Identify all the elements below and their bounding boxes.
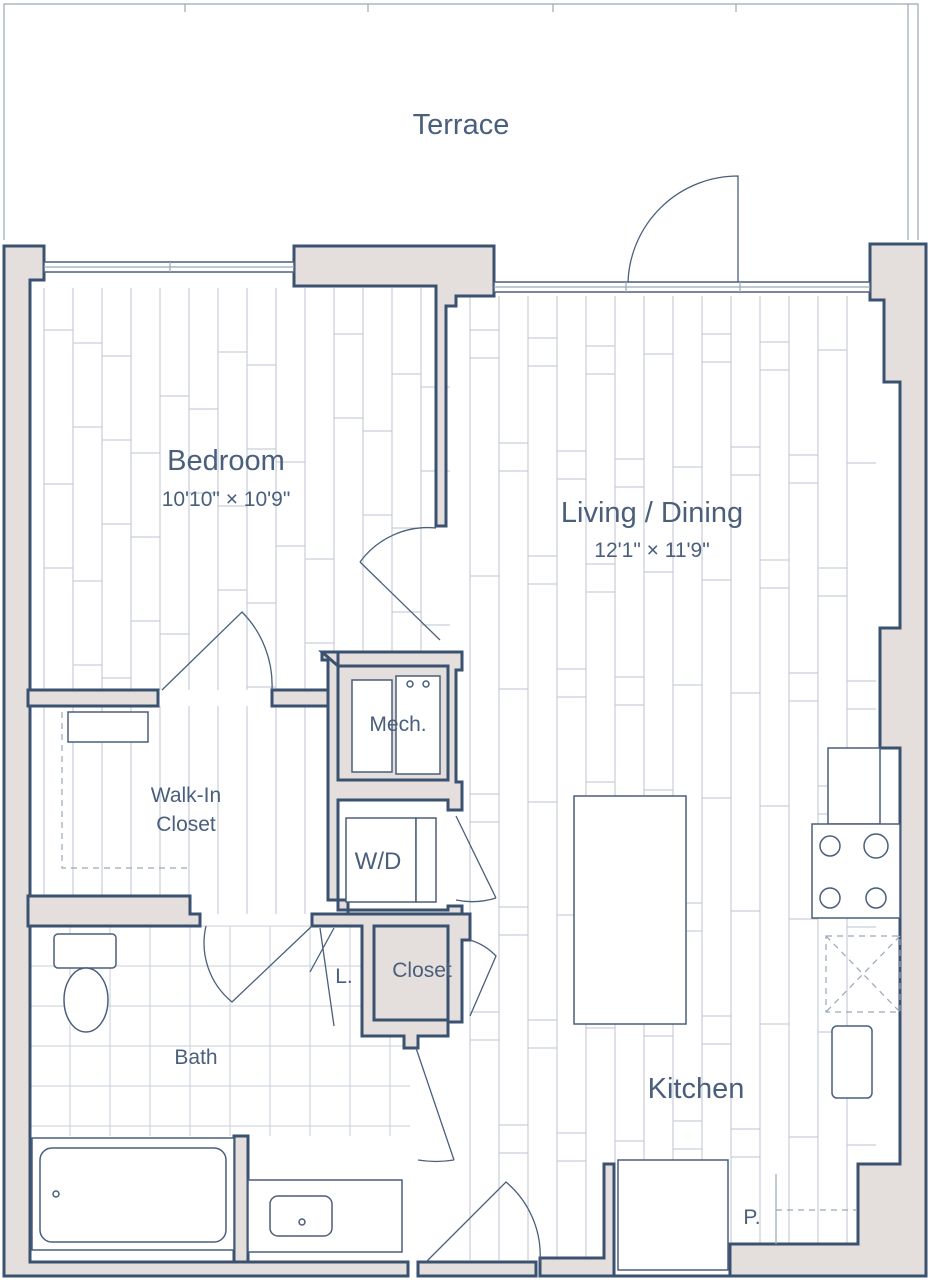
mech-unit — [351, 675, 441, 775]
wd-label: W/D — [355, 848, 402, 875]
labels: Terrace Bedroom 10'10" × 10'9" Living / … — [151, 109, 761, 1229]
terrace-label: Terrace — [413, 109, 510, 141]
pantry-label: P. — [743, 1206, 760, 1229]
walk-in-closet-label-line1: Walk-In — [151, 784, 221, 807]
bedroom-dimensions: 10'10" × 10'9" — [162, 488, 291, 511]
windows — [43, 261, 871, 293]
bath-label: Bath — [174, 1046, 217, 1069]
washer-dryer — [345, 817, 437, 903]
kitchen-fixtures — [573, 747, 901, 1271]
closet-shelves — [61, 711, 190, 869]
bedroom-label: Bedroom — [167, 445, 285, 477]
wood-floor — [43, 288, 876, 1260]
closet-label: Closet — [392, 959, 452, 982]
kitchen-label: Kitchen — [648, 1073, 745, 1105]
exterior-walls — [2, 242, 928, 1278]
bath-fixtures — [31, 933, 403, 1253]
living-dining-label: Living / Dining — [561, 497, 743, 529]
mech-label: Mech. — [369, 713, 426, 736]
tile-floor — [29, 925, 410, 1136]
living-dining-dimensions: 12'1" × 11'9" — [594, 539, 709, 562]
walk-in-closet-label-line2: Closet — [156, 813, 216, 836]
terrace-area — [3, 3, 919, 240]
door-swings — [161, 175, 739, 1263]
linen-label: L. — [335, 965, 353, 988]
